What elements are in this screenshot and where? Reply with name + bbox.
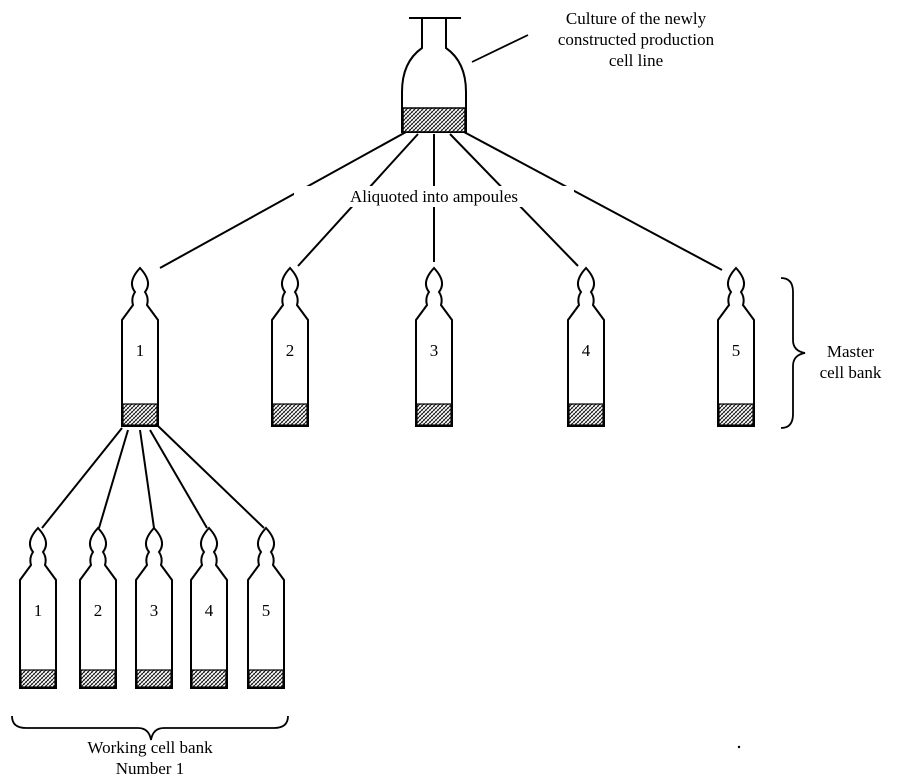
master-ampoule-3: 3 bbox=[415, 266, 453, 427]
working-ampoule-number: 3 bbox=[150, 601, 159, 620]
master-ampoule-sediment bbox=[568, 403, 604, 426]
master-ampoule-2: 2 bbox=[271, 266, 309, 427]
master-ampoule-sediment bbox=[718, 403, 754, 426]
master-bank-brace bbox=[780, 277, 806, 429]
working-ampoule-number: 5 bbox=[262, 601, 271, 620]
culture-label-pointer bbox=[471, 34, 529, 63]
working-ampoule-1: 1 bbox=[19, 526, 57, 689]
master-bank-label: Master cell bank bbox=[819, 342, 882, 382]
working-ampoule-outline bbox=[19, 526, 57, 689]
master-ampoule-outline bbox=[271, 266, 309, 427]
master-ampoule-outline bbox=[717, 266, 755, 427]
working-ampoule-sediment bbox=[191, 669, 227, 688]
master-ampoule-outline bbox=[567, 266, 605, 427]
working-ampoule-outline bbox=[79, 526, 117, 689]
working-ampoule-outline bbox=[247, 526, 285, 689]
master-ampoule-sediment bbox=[272, 403, 308, 426]
culture-flask bbox=[401, 17, 467, 133]
working-ampoule-sediment bbox=[20, 669, 56, 688]
working-bank-label: Working cell bank Number 1 bbox=[87, 738, 213, 778]
master-ampoule-number: 3 bbox=[430, 341, 439, 360]
master-ampoule-sediment bbox=[122, 403, 158, 426]
working-ampoule-4: 4 bbox=[190, 526, 228, 689]
working-ampoule-number: 4 bbox=[205, 601, 214, 620]
stray-dot bbox=[737, 745, 741, 749]
master-ampoule-number: 4 bbox=[582, 341, 591, 360]
working-ampoule-number: 1 bbox=[34, 601, 43, 620]
working-ampoule-sediment bbox=[80, 669, 116, 688]
master-ampoule-number: 2 bbox=[286, 341, 295, 360]
culture-label: Culture of the newly constructed product… bbox=[557, 9, 715, 70]
working-ampoule-outline bbox=[135, 526, 173, 689]
master-cell-bank: 1 2 3 4 5 bbox=[121, 266, 755, 427]
master-ampoule-outline bbox=[415, 266, 453, 427]
master-ampoule-1: 1 bbox=[121, 266, 159, 427]
working-ampoule-outline bbox=[190, 526, 228, 689]
working-ampoule-number: 2 bbox=[94, 601, 103, 620]
working-ampoule-3: 3 bbox=[135, 526, 173, 689]
aliquot-label: Aliquoted into ampoules bbox=[294, 186, 574, 207]
master-ampoule-number: 1 bbox=[136, 341, 145, 360]
master-ampoule-5: 5 bbox=[717, 266, 755, 427]
working-ampoule-2: 2 bbox=[79, 526, 117, 689]
working-cell-bank: 1 2 3 4 5 bbox=[19, 526, 285, 689]
master-ampoule-number: 5 bbox=[732, 341, 741, 360]
working-ampoule-5: 5 bbox=[247, 526, 285, 689]
working-bank-brace bbox=[11, 715, 289, 741]
master-ampoule-sediment bbox=[416, 403, 452, 426]
master-ampoule-outline bbox=[121, 266, 159, 427]
working-ampoule-sediment bbox=[248, 669, 284, 688]
master-ampoule-4: 4 bbox=[567, 266, 605, 427]
working-lines bbox=[41, 425, 265, 529]
working-ampoule-sediment bbox=[136, 669, 172, 688]
